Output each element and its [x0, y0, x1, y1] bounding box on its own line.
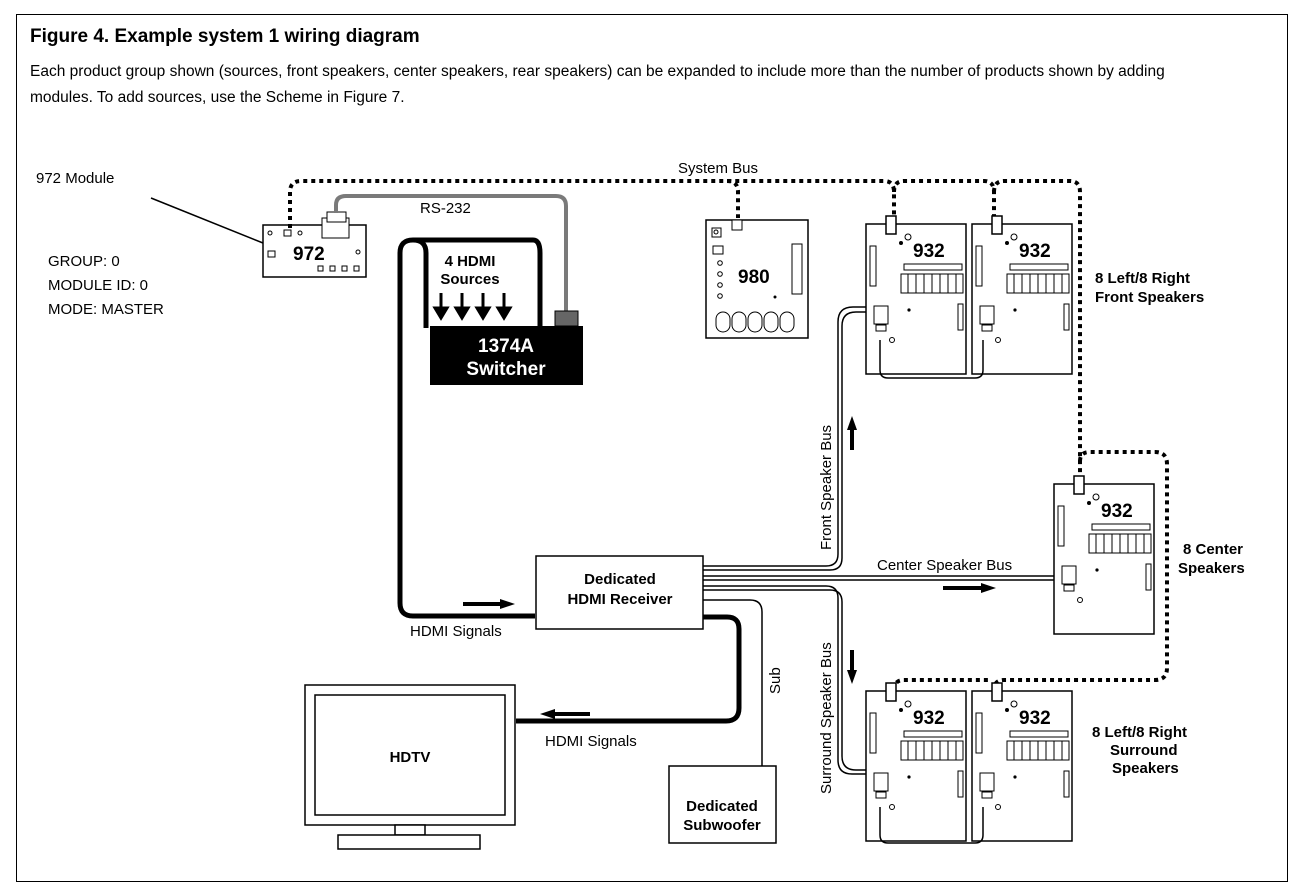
surround-bus-cable-a	[703, 585, 878, 775]
master-module-label: 972 Module	[36, 170, 114, 187]
rs232-label: RS-232	[420, 200, 471, 217]
module-932-surround-1: 932	[865, 682, 967, 842]
surround-bus-arrow	[847, 670, 857, 684]
subwoofer	[668, 765, 777, 844]
front-bus-cable-a	[703, 306, 878, 567]
hdmi-in-label: HDMI Signals	[410, 623, 502, 640]
surround-speakers-label-line2: Surround	[1110, 742, 1178, 759]
hdmi-input-cable	[397, 237, 535, 619]
figure-title: Figure 4. Example system 1 wiring diagra…	[30, 26, 420, 47]
receiver-label-line1: Dedicated	[584, 571, 656, 588]
hdtv-label: HDTV	[390, 749, 431, 766]
front-speakers-label-line1: 8 Left/8 Right	[1095, 270, 1190, 287]
module-972-number: 972	[293, 244, 325, 265]
receiver-label-line2: HDMI Receiver	[567, 591, 672, 608]
rs232-connector	[554, 310, 579, 327]
module-932-surround-2: 932	[971, 682, 1073, 842]
sources-label-line2: Sources	[440, 271, 499, 288]
front-bus-arrow	[847, 416, 857, 430]
surround-bus-label: Surround Speaker Bus	[818, 642, 835, 794]
master-group-setting: GROUP: 0	[48, 253, 120, 270]
module-932-center-number: 932	[1101, 501, 1133, 522]
hdmi-out-label: HDMI Signals	[545, 733, 637, 750]
front-link-cable	[879, 340, 984, 379]
center-speakers-label-line2: Speakers	[1178, 560, 1245, 577]
subwoofer-label-line2: Subwoofer	[683, 817, 761, 834]
switcher-label-line2: Switcher	[466, 359, 546, 380]
module-932-front-1-number: 932	[913, 241, 945, 262]
surround-bus-cable-b	[703, 589, 878, 771]
module-932-front-2: 932	[971, 215, 1073, 375]
module-972: 972	[262, 211, 367, 278]
master-mode-setting: MODE: MASTER	[48, 301, 164, 318]
hdtv: HDTV	[304, 684, 516, 850]
hdmi-receiver	[535, 555, 704, 630]
front-bus-label: Front Speaker Bus	[818, 425, 835, 550]
module-980-number: 980	[738, 267, 770, 288]
sub-cable	[703, 599, 763, 766]
front-bus-cable-b	[703, 311, 878, 571]
surround-link-cable	[879, 807, 984, 844]
rs232-cable	[334, 194, 568, 314]
module-932-front-1: 932	[865, 215, 967, 375]
sources-arrows	[432, 293, 513, 321]
center-bus-arrow	[981, 583, 996, 593]
module-932-surround-2-number: 932	[1019, 708, 1051, 729]
subwoofer-label-line1: Dedicated	[686, 798, 758, 815]
hdmi-out-arrow	[540, 709, 555, 719]
sub-label: Sub	[767, 667, 784, 694]
module-932-surround-1-number: 932	[913, 708, 945, 729]
surround-speakers-label-line3: Speakers	[1112, 760, 1179, 777]
center-speakers-label-line1: 8 Center	[1183, 541, 1243, 558]
center-bus-label: Center Speaker Bus	[877, 557, 1012, 574]
master-module-id-setting: MODULE ID: 0	[48, 277, 148, 294]
hdmi-output-cable	[516, 614, 742, 724]
switcher-label-line1: 1374A	[478, 336, 534, 357]
switcher-box	[430, 326, 583, 385]
master-module-pointer	[150, 197, 264, 244]
front-speakers-label-line2: Front Speakers	[1095, 289, 1204, 306]
figure-description: Each product group shown (sources, front…	[30, 63, 1165, 106]
module-932-center: 932	[1053, 475, 1155, 635]
sources-label-line1: 4 HDMI	[445, 253, 496, 270]
module-980: 980	[705, 219, 809, 339]
module-932-front-2-number: 932	[1019, 241, 1051, 262]
system-bus-label: System Bus	[678, 160, 758, 177]
figure-frame	[16, 14, 1288, 882]
surround-speakers-label-line1: 8 Left/8 Right	[1092, 724, 1187, 741]
